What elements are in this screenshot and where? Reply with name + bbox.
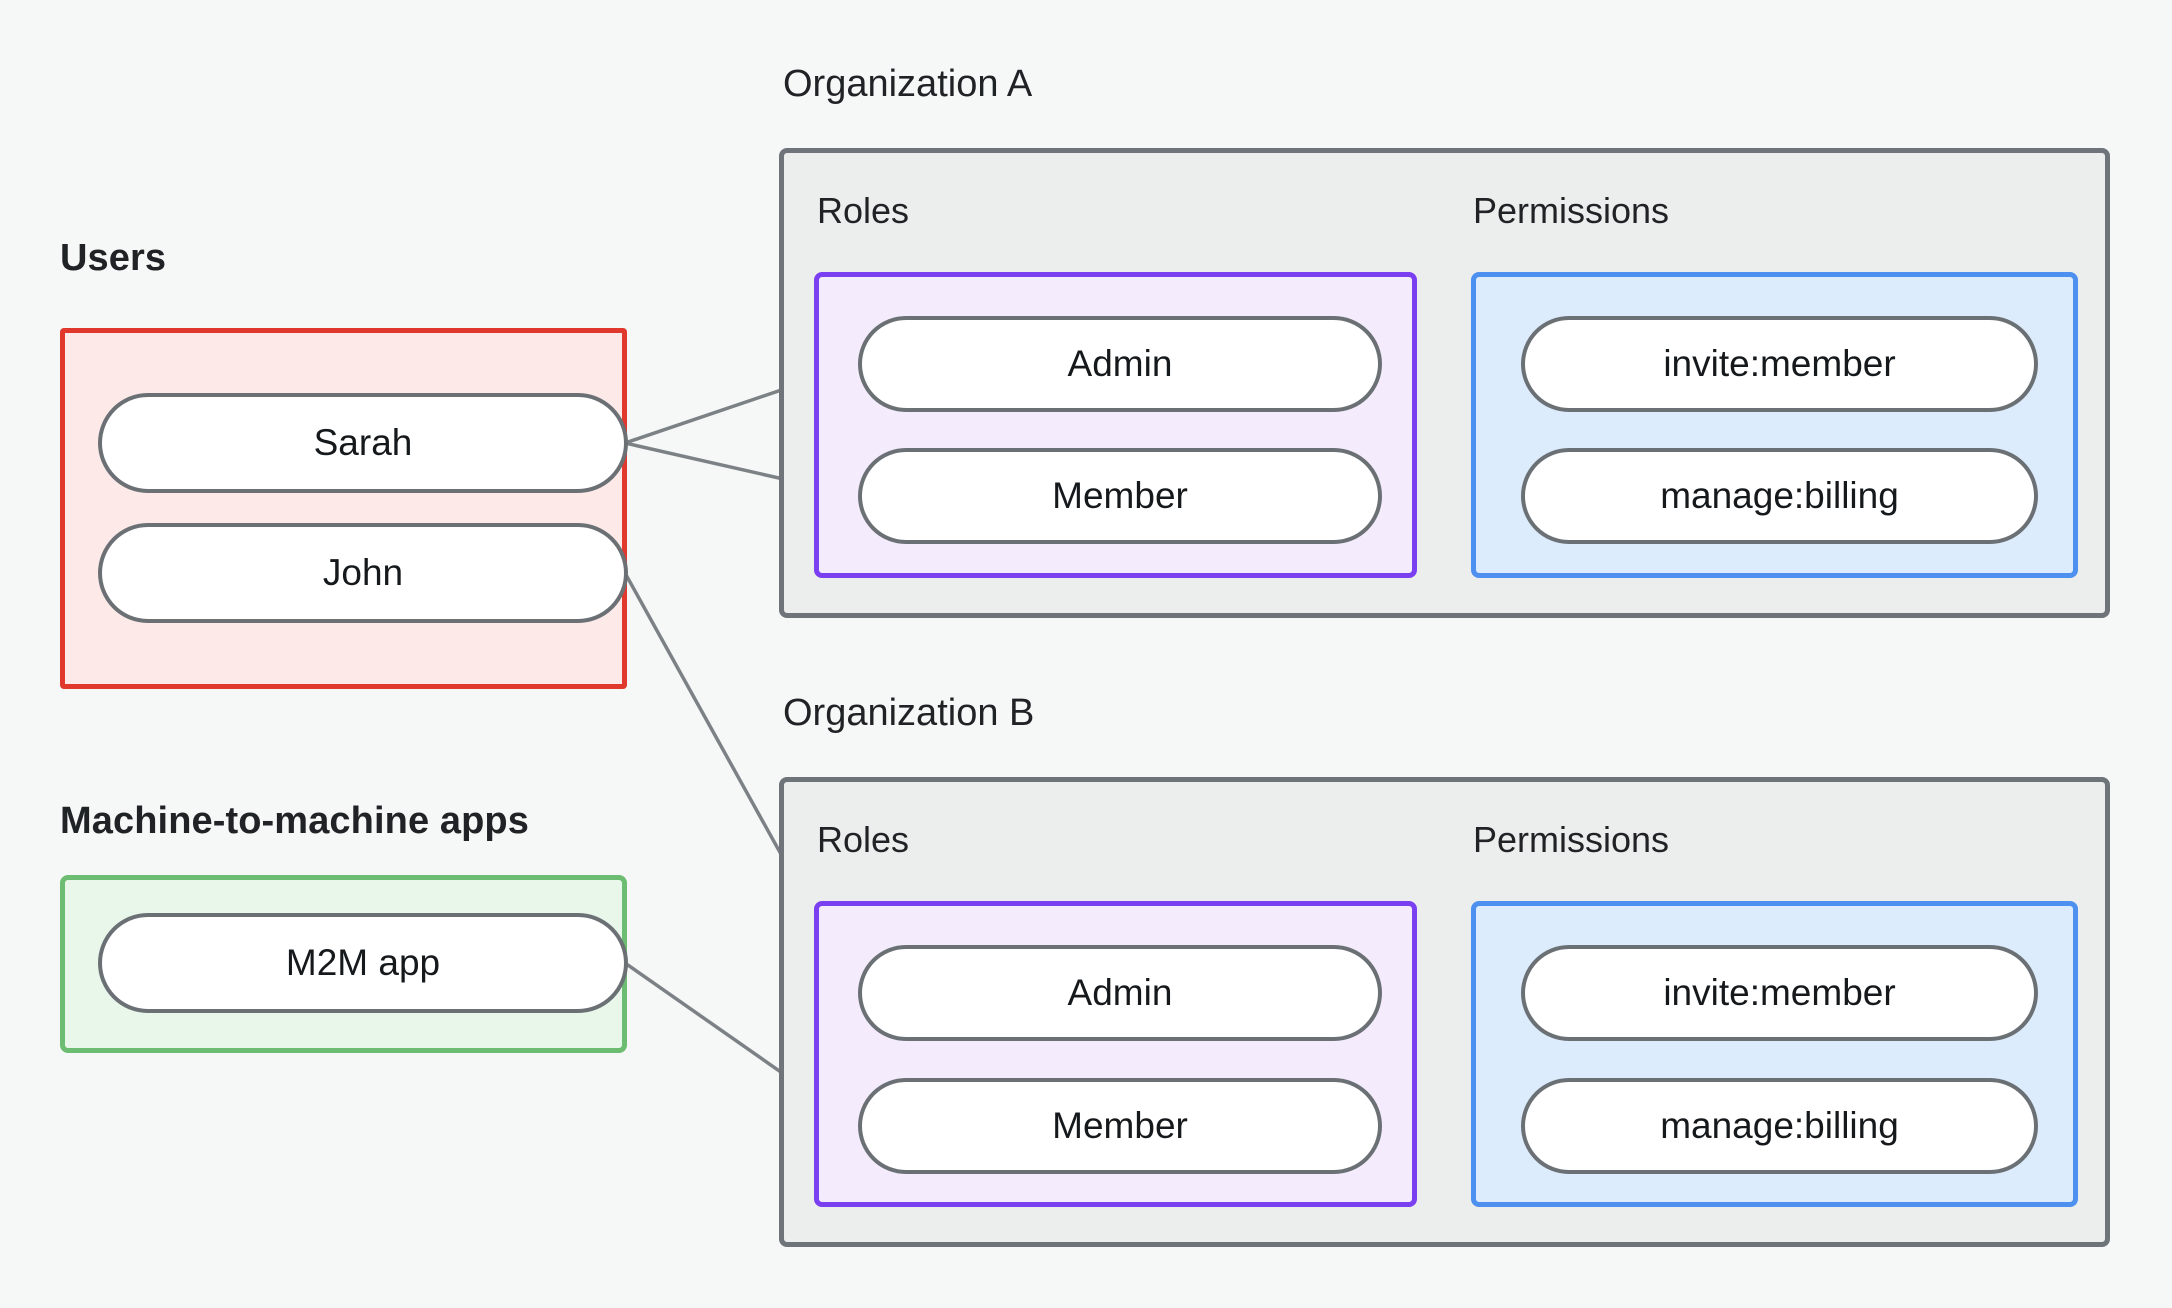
node-orgB-role-member[interactable]: Member bbox=[858, 1078, 1382, 1174]
node-orgB-permission-manage-billing[interactable]: manage:billing bbox=[1521, 1078, 2038, 1174]
organization-b-roles-title: Roles bbox=[817, 819, 910, 860]
organization-a-title: Organization A bbox=[783, 63, 1033, 105]
node-orgB-permission-invite-member[interactable]: invite:member bbox=[1521, 945, 2038, 1041]
organization-b-permissions-title: Permissions bbox=[1473, 819, 1670, 860]
machine-apps-title: Machine-to-machine apps bbox=[60, 800, 529, 842]
organization-a-permissions-title: Permissions bbox=[1473, 190, 1670, 231]
users-title: Users bbox=[60, 237, 167, 279]
organization-a-roles-title: Roles bbox=[817, 190, 910, 231]
users-group bbox=[60, 328, 627, 689]
node-orgA-permission-manage-billing[interactable]: manage:billing bbox=[1521, 448, 2038, 544]
node-user-john[interactable]: John bbox=[98, 523, 628, 623]
organization-b-title: Organization B bbox=[783, 692, 1035, 734]
node-orgB-role-admin[interactable]: Admin bbox=[858, 945, 1382, 1041]
node-orgA-role-admin[interactable]: Admin bbox=[858, 316, 1382, 412]
node-m2m-app[interactable]: M2M app bbox=[98, 913, 628, 1013]
node-orgA-role-member[interactable]: Member bbox=[858, 448, 1382, 544]
node-user-sarah[interactable]: Sarah bbox=[98, 393, 628, 493]
node-orgA-permission-invite-member[interactable]: invite:member bbox=[1521, 316, 2038, 412]
